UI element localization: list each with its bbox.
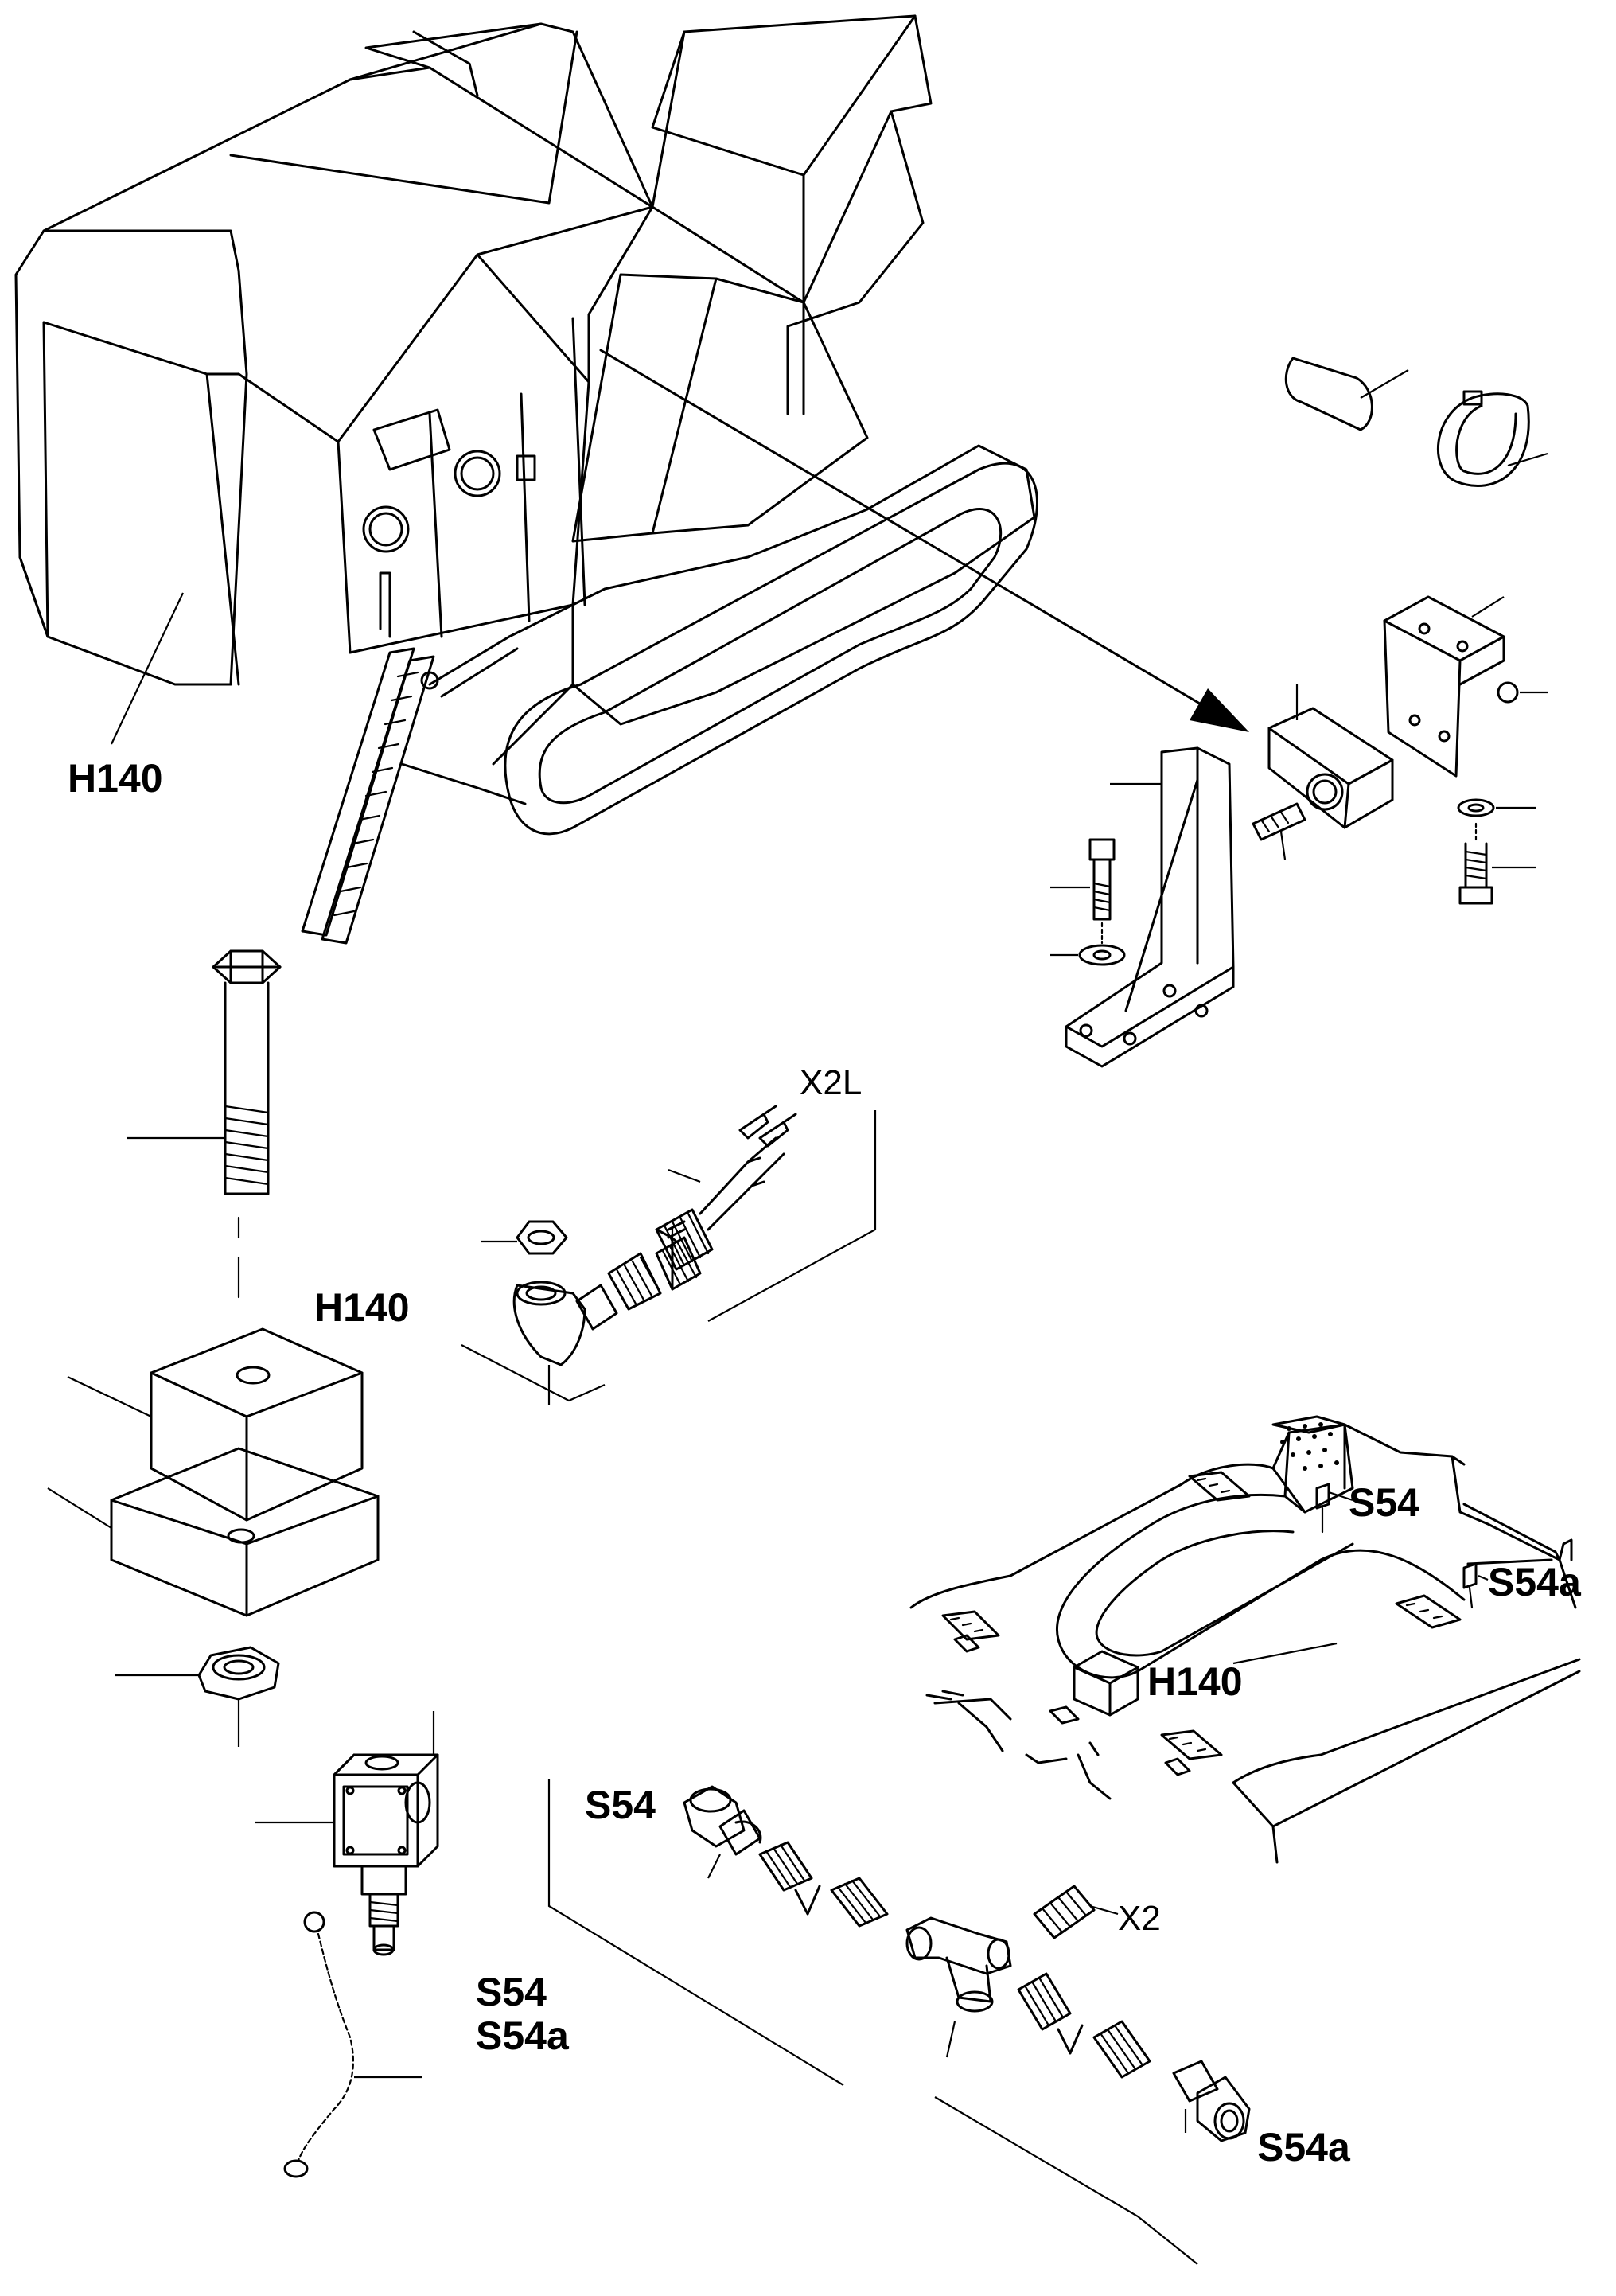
- label-s54-switch: S54: [476, 1970, 547, 2014]
- label-s54a-switch: S54a: [476, 2013, 570, 2058]
- detail-arrow: [599, 349, 1249, 732]
- label-h140-detail: H140: [314, 1285, 410, 1330]
- label-s54a-frame: S54a: [1488, 1560, 1582, 1604]
- h140-component: [47, 949, 380, 1747]
- x2l-harness: [461, 1105, 877, 1405]
- label-x2l: X2L: [800, 1063, 862, 1102]
- bracket-assembly: [1050, 357, 1548, 1068]
- label-s54a-harness: S54a: [1257, 2125, 1351, 2169]
- label-x2: X2: [1118, 1899, 1161, 1938]
- leader-line: [111, 592, 184, 745]
- label-h140-machine: H140: [68, 756, 163, 801]
- limit-switch: [255, 1711, 439, 2178]
- s54-harness: [547, 1779, 1251, 2265]
- undercarriage-frame: [909, 1415, 1581, 1864]
- label-s54-frame: S54: [1349, 1480, 1419, 1525]
- excavator-illustration: [14, 14, 1038, 945]
- label-s54-harness: S54: [585, 1783, 656, 1827]
- label-h140-frame: H140: [1147, 1659, 1243, 1704]
